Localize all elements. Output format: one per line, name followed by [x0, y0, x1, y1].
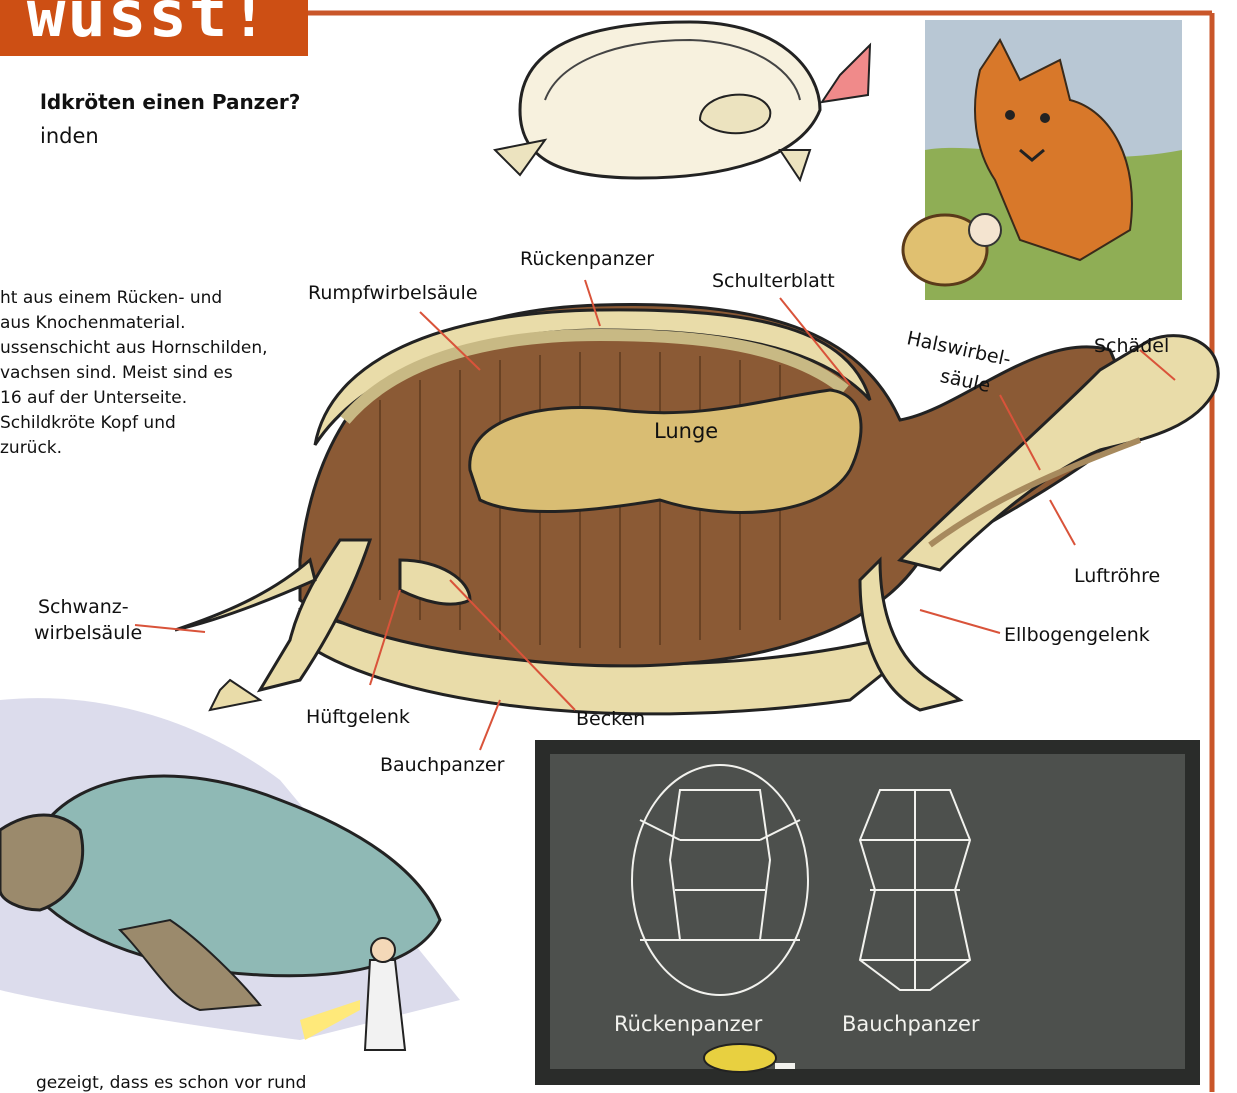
- body-line: zurück.: [0, 436, 330, 461]
- label-luftrohre: Luftröhre: [1074, 565, 1160, 587]
- body-line: ht aus einem Rücken- und: [0, 286, 330, 311]
- label-rumpfwirbelsaule: Rumpfwirbelsäule: [308, 282, 478, 304]
- body-line: 16 auf der Unterseite.: [0, 386, 330, 411]
- label-ellbogengelenk: Ellbogengelenk: [1004, 624, 1150, 646]
- small-turtle-sketch: [495, 22, 870, 180]
- section-banner: wusst!: [0, 0, 308, 56]
- label-schulterblatt: Schulterblatt: [712, 270, 835, 292]
- label-becken: Becken: [576, 708, 645, 730]
- fox-illustration: [903, 20, 1182, 300]
- bottom-paragraph-fragment: gezeigt, dass es schon vor rund: [36, 1073, 306, 1093]
- chalk-icon: [775, 1063, 795, 1069]
- label-schwanz-1: Schwanz-: [38, 596, 129, 618]
- label-schadel: Schädel: [1094, 335, 1169, 357]
- turtle-cross-section: [175, 304, 1218, 713]
- label-schwanz-2: wirbelsäule: [34, 622, 142, 644]
- label-ruckenpanzer: Rückenpanzer: [520, 248, 654, 270]
- body-line: Schildkröte Kopf und: [0, 411, 330, 436]
- body-paragraph: ht aus einem Rücken- und aus Knochenmate…: [0, 286, 330, 461]
- banner-text: wusst!: [27, 0, 270, 52]
- body-line: aus Knochenmaterial.: [0, 311, 330, 336]
- body-line: ussenschicht aus Hornschilden,: [0, 336, 330, 361]
- question-title: ldkröten einen Panzer?: [40, 90, 300, 114]
- label-lunge: Lunge: [654, 419, 718, 443]
- label-bauchpanzer: Bauchpanzer: [380, 754, 504, 776]
- label-huftgelenk: Hüftgelenk: [306, 706, 410, 728]
- blackboard-label-ruckenpanzer: Rückenpanzer: [614, 1012, 762, 1036]
- question-subtitle: inden: [40, 124, 99, 148]
- sponge-icon: [704, 1044, 776, 1072]
- body-line: vachsen sind. Meist sind es: [0, 361, 330, 386]
- blackboard-label-bauchpanzer: Bauchpanzer: [842, 1012, 980, 1036]
- pink-arrow-icon: [822, 45, 870, 102]
